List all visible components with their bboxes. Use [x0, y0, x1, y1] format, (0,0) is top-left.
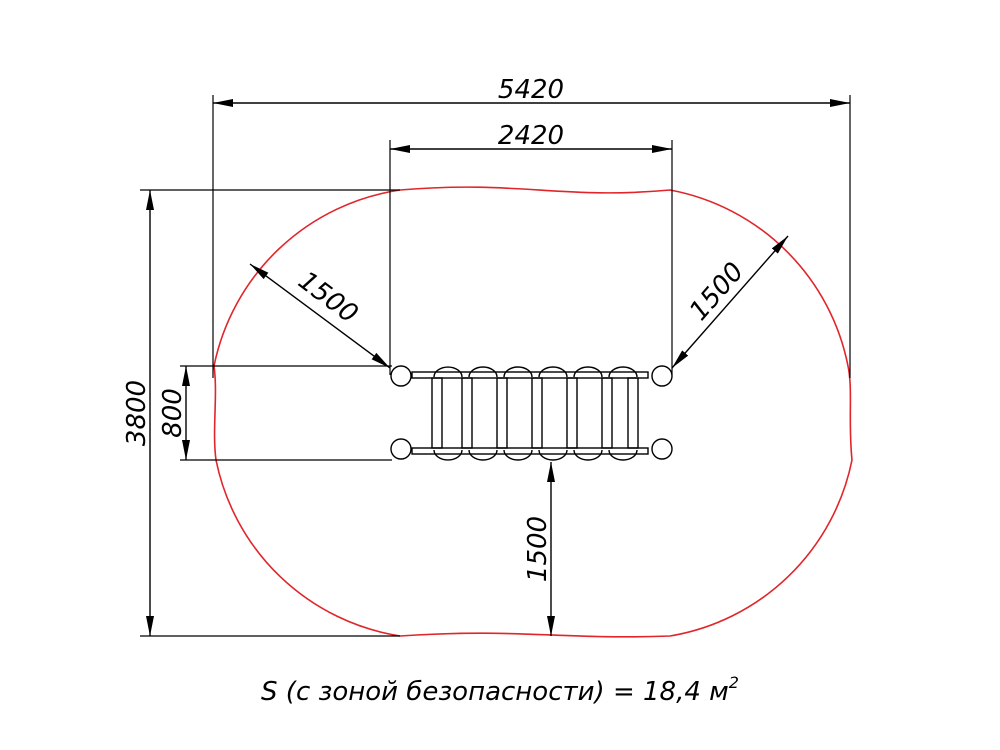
dim-line-radius-left: [249, 263, 391, 369]
safety-zone-outline: [213, 186, 853, 638]
dim-overall-height: 3800: [122, 380, 152, 446]
dim-line-radius-right: [671, 235, 789, 369]
dim-radius-left: 1500: [292, 266, 363, 330]
ladder-bottom-rail: [411, 447, 649, 455]
dim-equipment-height: 800: [158, 388, 188, 438]
area-caption-superscript: 2: [729, 673, 739, 692]
dimension-lines: [146, 99, 850, 636]
ladder-rungs: [431, 377, 639, 449]
dim-equipment-width: 2420: [498, 121, 564, 151]
equipment-ladder: [390, 365, 673, 461]
dim-overall-width: 5420: [498, 75, 564, 105]
area-caption: S (с зоной безопасности) = 18,4 м2: [261, 673, 739, 707]
dim-clearance-bottom: 1500: [523, 516, 553, 582]
ladder-rung-caps: [433, 366, 638, 461]
extension-lines: [140, 95, 851, 637]
ladder-posts: [390, 365, 673, 460]
area-caption-text: S (с зоной безопасности) = 18,4 м: [261, 677, 729, 707]
